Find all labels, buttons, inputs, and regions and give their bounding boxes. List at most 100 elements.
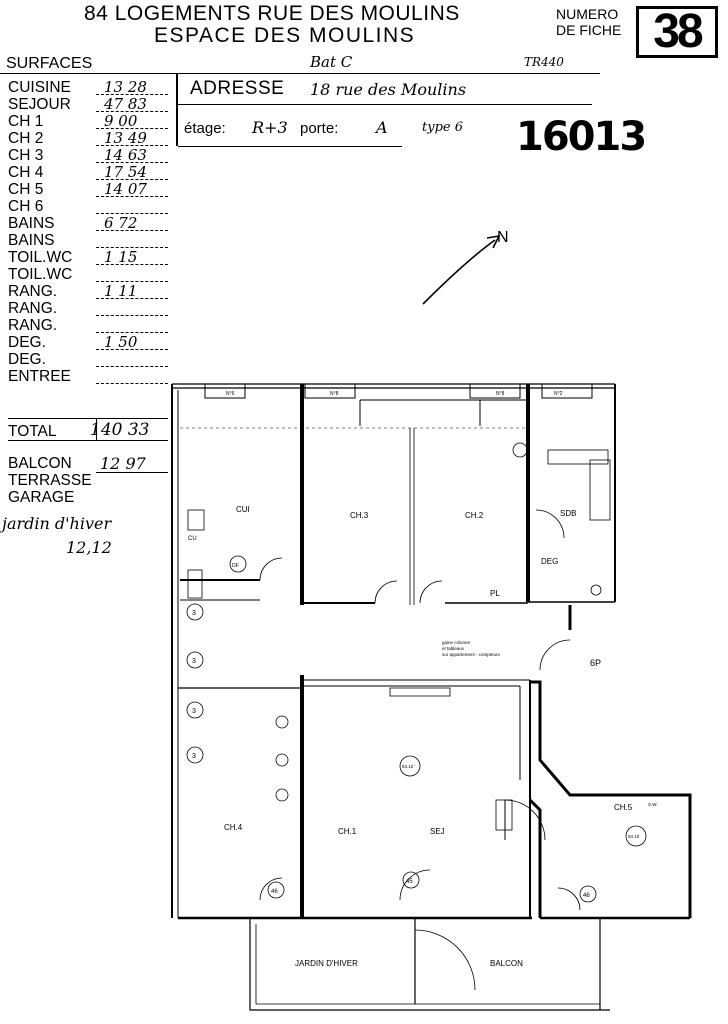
note-line-2: et tableaux xyxy=(442,646,465,651)
surface-value: 14 63 xyxy=(104,146,147,164)
surface-label: BAINS xyxy=(8,232,55,249)
surface-value: 47 83 xyxy=(104,95,147,113)
surface-label: TOIL.WC xyxy=(8,249,73,266)
total-label: TOTAL xyxy=(8,423,57,440)
title-line-1: 84 LOGEMENTS RUE DES MOULINS xyxy=(84,2,460,25)
surface-dash xyxy=(96,162,168,163)
surface-value: 13 28 xyxy=(104,78,147,96)
room-jardin: JARDIN D'HIVER xyxy=(295,959,358,968)
jardin-value: 12,12 xyxy=(66,538,112,557)
surface-dash xyxy=(96,298,168,299)
surface-label: CUISINE xyxy=(8,79,71,96)
surface-value: 6 72 xyxy=(104,214,138,232)
jardin-label: jardin d'hiver xyxy=(2,514,112,533)
garage-label: GARAGE xyxy=(8,489,75,506)
plan-labels: CUI CH.3 CH.2 SDB DEG PL CH.4 CH.1 SEJ C… xyxy=(188,391,658,968)
surface-dash xyxy=(96,94,168,95)
window-n6 xyxy=(204,383,246,399)
room-deg: DEG xyxy=(541,557,558,566)
room-sdb: SDB xyxy=(560,509,576,518)
fixture-n8a: N°8 xyxy=(330,391,339,397)
fixture-c3b: 3 xyxy=(192,658,196,665)
surface-dash xyxy=(96,196,168,197)
total-value: 140 33 xyxy=(90,420,150,440)
room-sej: SEJ xyxy=(430,827,445,836)
surface-label: DEG. xyxy=(8,334,46,351)
surface-value: 1 11 xyxy=(104,282,138,300)
surface-label: ENTREE xyxy=(8,368,71,385)
surface-dash xyxy=(96,281,168,282)
etage-label: étage: xyxy=(184,120,226,137)
surface-dash xyxy=(96,247,168,248)
room-cui: CUI xyxy=(236,505,250,514)
fixture-c46b: 46 xyxy=(583,893,590,899)
surface-dash xyxy=(96,145,168,146)
surface-value: 9 00 xyxy=(104,112,138,130)
fixture-c46a: 46 xyxy=(271,889,278,895)
etage-value: R+3 xyxy=(252,118,288,137)
fixture-n8b: N°8 xyxy=(496,391,505,397)
room-ch2: CH.2 xyxy=(465,511,484,520)
address-value: 18 rue des Moulins xyxy=(310,80,467,99)
surface-dash xyxy=(96,213,168,214)
total-rule xyxy=(8,418,168,419)
room-ch5: CH.5 xyxy=(614,803,633,812)
surface-dash xyxy=(96,366,168,367)
fixture-c3d: 3 xyxy=(192,753,196,760)
fiche-number: 38 xyxy=(653,5,703,58)
note-line-3: sur appartement - compteurs xyxy=(442,652,501,657)
north-label: N xyxy=(497,229,509,246)
code-value: 16013 xyxy=(516,114,647,160)
surface-value: 17 54 xyxy=(104,163,147,181)
header-rule xyxy=(0,73,600,74)
north-arrow-shaft xyxy=(422,239,496,305)
surface-label: CH 5 xyxy=(8,181,44,198)
address-rule xyxy=(178,104,592,105)
door-marker: 6P xyxy=(590,658,601,668)
room-pl: PL xyxy=(490,589,500,598)
surface-dash xyxy=(96,349,168,350)
surface-label: BAINS xyxy=(8,215,55,232)
fixture-sej-ref: 93.10 xyxy=(402,764,414,769)
fiche-label-line-2: DE FICHE xyxy=(556,22,622,38)
surface-label: CH 1 xyxy=(8,113,44,130)
ref-label: TR440 xyxy=(524,55,564,69)
room-cu: CU xyxy=(188,536,197,542)
floor-plan: CUI CH.3 CH.2 SDB DEG PL CH.4 CH.1 SEJ C… xyxy=(171,383,692,1011)
fixture-n6: N°6 xyxy=(226,391,235,397)
fixture-ch5-ref: 93.10 xyxy=(628,834,640,839)
fixture-n2: N°2 xyxy=(554,391,563,397)
balcon-value: 12 97 xyxy=(100,454,146,473)
terrasse-label: TERRASSE xyxy=(8,472,92,489)
surface-label: RANG. xyxy=(8,300,58,317)
surface-label: CH 3 xyxy=(8,147,44,164)
surfaces-title: SURFACES xyxy=(6,55,93,72)
surface-value: 1 50 xyxy=(104,333,138,351)
surface-label: CH 4 xyxy=(8,164,44,181)
fixture-c3c: 3 xyxy=(192,708,196,715)
address-box-left xyxy=(176,74,178,146)
surface-label: CH 6 xyxy=(8,198,44,215)
total-divider xyxy=(96,418,97,440)
room-ch1: CH.1 xyxy=(338,827,357,836)
surface-dash xyxy=(96,383,168,384)
room-ch4: CH.4 xyxy=(224,823,243,832)
surface-dash xyxy=(96,128,168,129)
etage-rule xyxy=(178,146,402,147)
porte-value: A xyxy=(376,118,388,137)
surface-dash xyxy=(96,111,168,112)
north-arrow-head xyxy=(486,234,501,249)
fixture-c45: 45 xyxy=(406,879,413,885)
porte-label: porte: xyxy=(300,120,339,137)
plan-walls xyxy=(171,383,692,1011)
fixture-ch5-tag: S.W. xyxy=(648,802,658,807)
address-label: ADRESSE xyxy=(190,78,285,99)
surface-value: 1 15 xyxy=(104,248,138,266)
surface-value: 13 49 xyxy=(104,129,147,147)
balcon-label: BALCON xyxy=(8,455,72,472)
title-line-2: ESPACE DES MOULINS xyxy=(154,24,416,47)
surface-dash xyxy=(96,179,168,180)
room-ch3: CH.3 xyxy=(350,511,369,520)
bat-label: Bat C xyxy=(310,53,353,71)
surface-dash xyxy=(96,315,168,316)
